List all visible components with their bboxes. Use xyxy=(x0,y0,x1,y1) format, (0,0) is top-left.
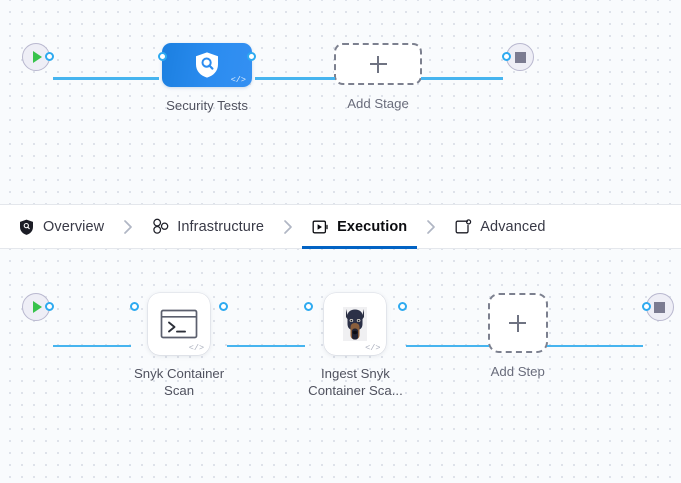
stage-flow-row: </> Security Tests Add Stage xyxy=(22,43,534,114)
snyk-scan-output-port[interactable] xyxy=(219,302,229,311)
wire-security-tests-to-add-stage xyxy=(255,77,335,80)
add-stage-box[interactable] xyxy=(334,43,422,85)
wire-ingest-to-add-step xyxy=(405,344,489,348)
security-tests-box[interactable]: </> xyxy=(162,43,252,87)
security-tests-output-port[interactable] xyxy=(247,52,256,61)
execution-start-output-port[interactable] xyxy=(45,302,54,311)
tab-execution-label: Execution xyxy=(337,218,408,235)
stage-canvas[interactable]: </> Security Tests Add Stage xyxy=(0,0,681,204)
play-box-icon xyxy=(312,218,329,235)
add-step-label: Add Step xyxy=(490,364,545,379)
step-node-label: Snyk Container Scan xyxy=(134,366,225,398)
snyk-scan-input-port[interactable] xyxy=(130,302,139,311)
tab-infrastructure[interactable]: Infrastructure xyxy=(150,205,266,249)
stop-square-icon xyxy=(514,51,526,63)
add-stage-label: Add Stage xyxy=(347,96,409,111)
shield-magnifier-icon xyxy=(196,52,218,78)
code-badge-icon: </> xyxy=(230,74,246,85)
pipeline-tabbar[interactable]: Overview Infrastructure xyxy=(0,204,681,249)
stage-node-security-tests[interactable]: </> Security Tests xyxy=(162,43,252,114)
start-output-port[interactable] xyxy=(45,52,54,61)
tab-overview[interactable]: Overview xyxy=(16,205,106,249)
wire-add-stage-to-end xyxy=(421,77,503,80)
chevron-right-icon xyxy=(409,205,453,249)
shield-filled-icon xyxy=(18,218,35,235)
execution-end-input-port[interactable] xyxy=(641,302,651,311)
snyk-container-scan-box[interactable]: </> xyxy=(148,293,211,355)
step-flow-row: </> Snyk Container Scan xyxy=(22,293,674,399)
terminal-prompt-icon xyxy=(160,309,198,339)
tab-advanced-label: Advanced xyxy=(480,218,546,235)
stop-square-icon xyxy=(654,301,666,313)
plus-icon xyxy=(509,314,527,332)
step-node-snyk-container-scan[interactable]: </> Snyk Container Scan xyxy=(134,293,224,399)
tab-overview-label: Overview xyxy=(43,218,105,235)
tab-advanced[interactable]: Advanced xyxy=(453,205,547,249)
code-badge-icon: </> xyxy=(365,342,381,353)
wire-start-to-snyk-scan xyxy=(53,344,131,348)
add-step-box[interactable] xyxy=(487,293,548,353)
chevron-right-icon xyxy=(106,205,150,249)
doberman-head-icon xyxy=(343,307,368,341)
plus-icon xyxy=(369,55,387,73)
step-node-label: Ingest Snyk Container Sca... xyxy=(308,366,403,398)
wire-snyk-scan-to-ingest xyxy=(227,344,306,348)
tab-execution[interactable]: Execution xyxy=(302,205,418,249)
add-stage-node[interactable]: Add Stage xyxy=(334,43,422,112)
security-tests-input-port[interactable] xyxy=(158,52,167,61)
chevron-right-icon xyxy=(266,205,310,249)
wire-add-step-to-end xyxy=(546,344,643,348)
ingest-snyk-container-scan-box[interactable]: </> xyxy=(324,293,387,355)
code-badge-icon: </> xyxy=(188,342,205,353)
add-step-node[interactable]: Add Step xyxy=(487,293,548,380)
step-canvas[interactable]: </> Snyk Container Scan xyxy=(0,249,681,483)
window-gear-icon xyxy=(455,218,472,235)
wire-start-to-security-tests xyxy=(53,77,159,80)
play-triangle-icon xyxy=(33,51,42,63)
end-input-port[interactable] xyxy=(502,52,511,61)
stage-node-label: Security Tests xyxy=(166,98,248,113)
ingest-input-port[interactable] xyxy=(304,302,314,311)
nodes-graph-icon xyxy=(152,218,169,235)
step-node-ingest-snyk-container-scan[interactable]: </> Ingest Snyk Container Sca... xyxy=(308,293,403,399)
ingest-output-port[interactable] xyxy=(397,302,407,311)
tab-infrastructure-label: Infrastructure xyxy=(177,218,265,235)
play-triangle-icon xyxy=(33,301,42,313)
